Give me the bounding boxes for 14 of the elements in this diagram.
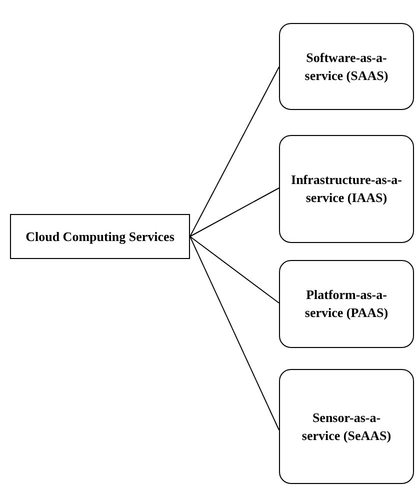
box-label: Infrastructure-as-a-service (IAAS) (290, 171, 402, 207)
box-label: Platform-as-a-service (PAAS) (304, 286, 390, 322)
connector-line (190, 188, 280, 237)
connector-line (190, 236, 280, 304)
box-label: Cloud Computing Services (24, 228, 176, 246)
box-label: Sensor-as-a-service (SeAAS) (300, 408, 392, 444)
connector-line (190, 236, 280, 430)
service-box (10, 214, 190, 259)
box-label: Software-as-a-service (SAAS) (304, 48, 390, 84)
service-box (279, 135, 414, 243)
connector-line (190, 66, 280, 237)
service-box (279, 260, 414, 348)
service-box (279, 23, 414, 110)
service-box (279, 369, 414, 484)
